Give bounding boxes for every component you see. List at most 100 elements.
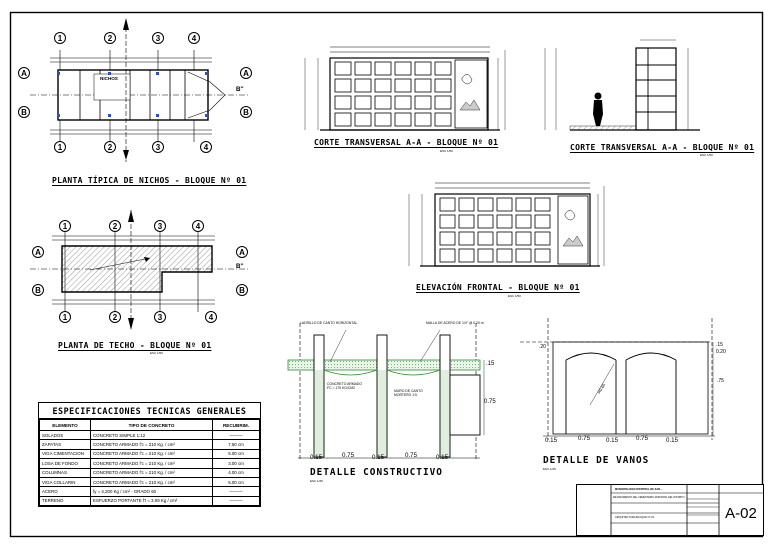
spec-table: ESPECIFICACIONES TECNICAS GENERALES ELEM… <box>38 402 261 508</box>
nicho-cell <box>434 61 452 76</box>
scale-corte-1: ESC 1/50 <box>440 149 453 153</box>
nicho-cell <box>534 248 551 263</box>
nicho-cell <box>515 231 532 246</box>
axis-bubble-A: A <box>18 67 30 79</box>
title-block: MUNICIPALIDAD DISTRITAL DE SAN ... MEJOR… <box>576 484 764 536</box>
nicho-cell <box>534 214 551 229</box>
corte-transversal-1 <box>304 46 506 131</box>
nicho-cell <box>458 231 475 246</box>
nicho-cell <box>515 214 532 229</box>
spec-cell-recubrim: 5.00 cm <box>212 448 260 460</box>
spec-col-elemento: ELEMENTO <box>39 419 91 431</box>
nicho-cell <box>354 78 372 93</box>
title-block-lines <box>610 485 763 535</box>
note-muro-mortero: MORTERO 1:5 <box>394 393 417 397</box>
nicho-cell <box>374 95 392 110</box>
nicho-cell <box>374 112 392 127</box>
axis-bubble-1: 1 <box>54 141 66 153</box>
nicho-cell <box>496 248 513 263</box>
label-nichos: NICHOS <box>100 76 118 81</box>
dim-constructivo-015-right: .15 <box>486 361 495 367</box>
scale-elevacion: ESC 1/50 <box>508 294 521 298</box>
spec-cell-tipo: CONCRETO ARMADO f'c = 210 Kg. / cm² <box>90 467 213 478</box>
elevacion-frontal <box>408 182 605 267</box>
axis-bubble-2: 2 <box>104 141 116 153</box>
axis-bubble-B: B <box>236 284 248 296</box>
dim-vanos-020-right: 0.20 <box>716 349 726 355</box>
spec-header-row: ELEMENTO TIPO DE CONCRETO RECUBRIM. <box>39 419 260 431</box>
title-elevacion: ELEVACIÓN FRONTAL - BLOQUE Nº 01 <box>416 283 580 292</box>
scale-detalle-vanos: ESC 1/25 <box>543 467 556 471</box>
axis-bubble-2: 2 <box>109 311 121 323</box>
nicho-cell <box>414 112 432 127</box>
dimension-label: 0.15 <box>310 454 323 461</box>
spec-cell-tipo: CONCRETO ARMADO f'c = 210 Kg. / cm² <box>90 439 213 450</box>
dim-vanos-015-right: .15 <box>716 342 723 348</box>
axis-bubble-1: 1 <box>54 32 66 44</box>
plan-techo <box>30 210 248 330</box>
spec-cell-elemento: VIGA CIMENTACION <box>39 448 91 460</box>
title-block-project: MEJORAMIENTO DEL CEMENTERIO MUNICIPAL DE… <box>613 496 688 499</box>
nicho-cell <box>439 197 456 212</box>
nicho-cell <box>458 214 475 229</box>
nicho-cell <box>394 78 412 93</box>
axis-bubble-3: 3 <box>152 141 164 153</box>
nicho-cell <box>414 61 432 76</box>
title-corte-2: CORTE TRANSVERSAL A-A - BLOQUE Nº 01 <box>570 143 755 152</box>
nicho-cell <box>477 231 494 246</box>
nicho-cell <box>414 78 432 93</box>
nicho-cell <box>439 231 456 246</box>
spec-cell-elemento: LOSA DE FONDO <box>39 458 91 469</box>
axis-bubble-A: A <box>32 246 44 258</box>
nicho-cell <box>477 197 494 212</box>
note-ladrillo: LADRILLO DE CANTO HORIZONTAL <box>300 321 358 325</box>
title-plan-nichos: PLANTA TÍPICA DE NICHOS - BLOQUE Nº 01 <box>52 176 247 185</box>
nicho-cell <box>434 112 452 127</box>
dimension-label: 0.75 <box>578 435 591 442</box>
axis-bubble-4: 4 <box>200 141 212 153</box>
title-block-entity: MUNICIPALIDAD DISTRITAL DE SAN ... <box>615 488 663 491</box>
nicho-cell <box>434 78 452 93</box>
dim-vanos-020-left: .20 <box>539 344 546 350</box>
spec-cell-tipo: CONCRETO SIMPLE 1:12 <box>90 429 213 441</box>
spec-cell-recubrim: ——— <box>212 495 260 507</box>
dim-constructivo-075-right: 0.75 <box>484 399 496 405</box>
nicho-cell <box>394 95 412 110</box>
note-malla: MALLA DE ACERO DE 1/4" @ 0.20 m <box>426 321 484 325</box>
nicho-cell <box>374 61 392 76</box>
nicho-cell <box>354 112 372 127</box>
dimension-label: 0.15 <box>436 454 449 461</box>
scale-plan-techo: ESC 1/50 <box>150 351 163 355</box>
axis-bubble-1: 1 <box>59 311 71 323</box>
axis-bubble-1: 1 <box>59 220 71 232</box>
title-corte-1: CORTE TRANSVERSAL A-A - BLOQUE Nº 01 <box>314 138 499 147</box>
spec-cell-elemento: ACERO <box>39 486 91 497</box>
title-block-plan: ARQUITECTURA BLOQUE Nº 01 <box>615 516 654 519</box>
title-detalle-vanos: DETALLE DE VANOS <box>543 455 650 466</box>
nicho-cell <box>458 197 475 212</box>
spec-cell-elemento: ZAPATAS <box>39 439 91 450</box>
axis-bubble-3: 3 <box>154 220 166 232</box>
spec-cell-recubrim: ——— <box>212 486 260 497</box>
dimension-label: 0.15 <box>666 437 679 444</box>
spec-cell-tipo: ESFUERZO PORTANTE f't = 3.09 Kg / cm² <box>90 495 213 507</box>
nicho-cell <box>477 248 494 263</box>
axis-bubble-B: B <box>240 106 252 118</box>
spec-cell-elemento: SOLADOS <box>39 429 91 441</box>
sheet-code: A-02 <box>725 504 757 522</box>
axis-bubble-4: 4 <box>205 311 217 323</box>
axis-bubble-A: A <box>240 67 252 79</box>
nicho-cell <box>354 61 372 76</box>
dimension-label: 0.15 <box>606 437 619 444</box>
spec-grid: ELEMENTO TIPO DE CONCRETO RECUBRIM. SOLA… <box>39 419 260 507</box>
nicho-cell <box>496 197 513 212</box>
spec-cell-tipo: CONCRETO ARMADO f'c = 210 Kg. / cm² <box>90 476 213 488</box>
spec-col-tipo: TIPO DE CONCRETO <box>90 419 213 431</box>
sheet-border <box>9 11 764 538</box>
spec-cell-elemento: TERRENO <box>39 495 91 507</box>
